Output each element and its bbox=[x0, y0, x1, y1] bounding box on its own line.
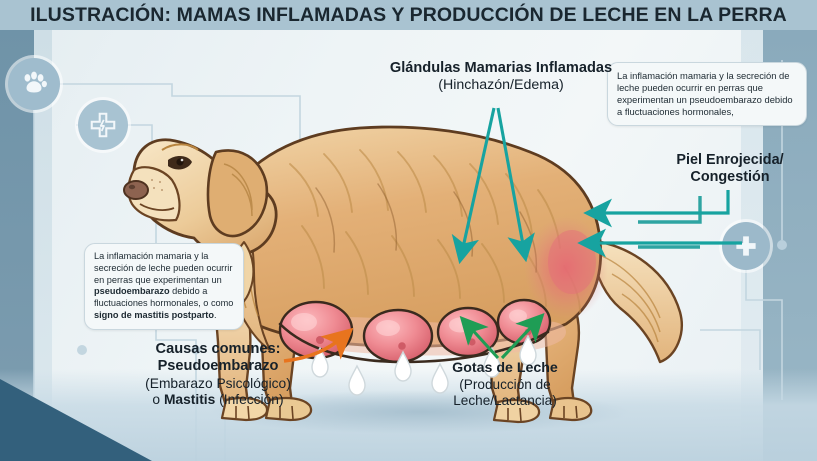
paw-print-icon bbox=[8, 58, 60, 110]
label-skin-line2: Congestión bbox=[690, 169, 770, 186]
label-causes-line2: Pseudoembarazo bbox=[157, 358, 279, 375]
label-causes-line4-pre: o bbox=[152, 392, 164, 408]
label-reddened-skin: Piel Enrojecida/ Congestión bbox=[648, 152, 812, 186]
left-accent-band-secondary bbox=[34, 28, 52, 461]
label-causes-line1: Causas comunes: bbox=[155, 341, 281, 357]
corner-wedge-decoration bbox=[0, 379, 152, 461]
page-title: ILUSTRACIÓN: MAMAS INFLAMADAS Y PRODUCCI… bbox=[30, 3, 787, 26]
callout-left-seg1: La inflamación mamaria y la secreción de… bbox=[94, 251, 233, 285]
medical-cross-pulse-icon bbox=[78, 100, 128, 150]
callout-top-right-text: La inflamación mamaria y la secreción de… bbox=[617, 70, 793, 118]
callout-left-bold2: signo de mastitis postparto bbox=[94, 309, 214, 320]
label-milk-drops: Gotas de Leche (Producción de Leche/Lact… bbox=[415, 360, 595, 409]
label-glands-line1: Glándulas Mamarias Inflamadas bbox=[389, 60, 613, 76]
callout-left-seg3: . bbox=[213, 309, 217, 320]
callout-left-seg2: debido a fluctuaciones hormonales, o com… bbox=[94, 286, 234, 309]
label-drops-line1: Gotas de Leche bbox=[452, 360, 558, 376]
callout-left-bold1: pseudoembarazo bbox=[94, 286, 170, 297]
label-common-causes: Causas comunes: Pseudoembarazo (Embarazo… bbox=[106, 341, 330, 409]
callout-top-right: La inflamación mamaria y la secreción de… bbox=[607, 62, 807, 127]
label-drops-line3: Leche/Lactancia) bbox=[453, 393, 557, 409]
label-causes-line4: o Mastitis (Infección) bbox=[106, 392, 330, 408]
label-glands-line2: (Hinchazón/Edema) bbox=[438, 77, 564, 94]
label-drops-line2: (Producción de bbox=[459, 376, 551, 392]
callout-left: La inflamación mamaria y la secreción de… bbox=[84, 243, 244, 330]
title-bar: ILUSTRACIÓN: MAMAS INFLAMADAS Y PRODUCCI… bbox=[0, 0, 817, 30]
label-inflamed-mammary-glands: Glándulas Mamarias Inflamadas (Hinchazón… bbox=[370, 60, 632, 94]
medical-cross-icon bbox=[722, 222, 770, 270]
label-causes-line4-post: (Infección) bbox=[215, 392, 284, 408]
label-skin-line1: Piel Enrojecida/ bbox=[676, 152, 784, 168]
milk-droplets-group bbox=[311, 334, 537, 396]
label-causes-line3: (Embarazo Psicológico) bbox=[145, 375, 291, 391]
label-causes-line4-bold: Mastitis bbox=[163, 392, 216, 408]
